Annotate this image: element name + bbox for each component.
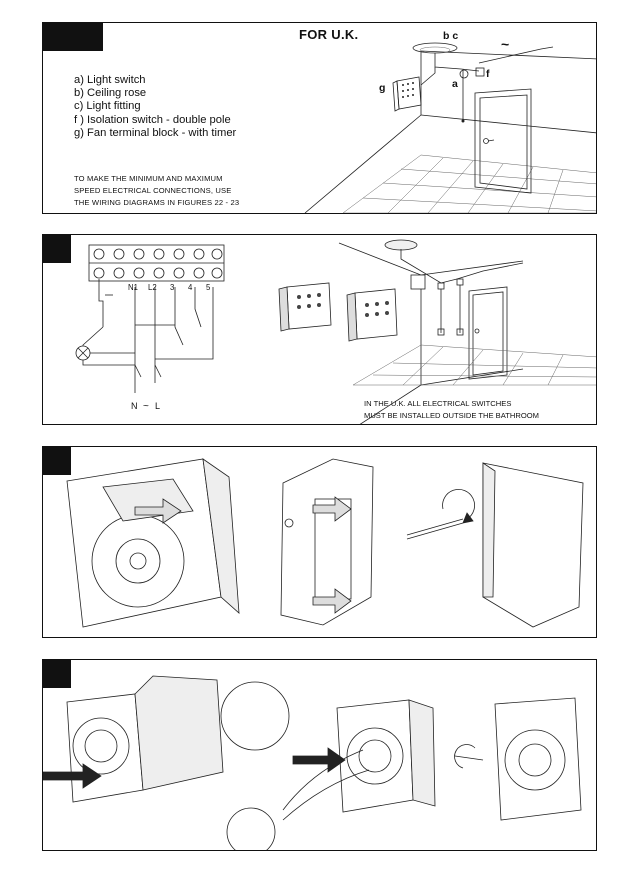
panel-wiring-diagram: N1 L2 3 4 5 N ~ L IN THE U.K. ALL ELECTR… xyxy=(42,234,597,425)
label-a: a xyxy=(452,78,458,90)
legend-list: a) Light switch b) Ceiling rose c) Light… xyxy=(74,74,236,140)
panel-fan-mounting xyxy=(42,659,597,851)
figure-number-tab xyxy=(43,23,103,51)
legend-item: b) Ceiling rose xyxy=(74,87,147,100)
wiring-note: TO MAKE THE MINIMUM AND MAXIMUM SPEED EL… xyxy=(74,174,240,208)
supply-ac-symbol: ~ xyxy=(143,401,149,412)
panel-title: FOR U.K. xyxy=(299,27,359,42)
wiring-schematic xyxy=(75,239,596,424)
panel-fan-disassembly xyxy=(42,446,597,638)
uk-switch-note: IN THE U.K. ALL ELECTRICAL SWITCHES MUST… xyxy=(364,399,539,420)
figure-number-tab xyxy=(43,447,71,475)
legend-item: a) Light switch xyxy=(74,74,146,86)
terminal-label: 4 xyxy=(188,283,193,292)
legend-item: f ) Isolation switch - double pole xyxy=(74,113,231,126)
terminal-label: N1 xyxy=(128,283,138,292)
terminal-label: L2 xyxy=(148,283,157,292)
fan-disassembly-illustration xyxy=(66,458,584,628)
figure-number-tab xyxy=(43,660,71,688)
legend-item: c) Light fitting xyxy=(74,100,141,113)
label-bc: b c xyxy=(443,30,459,42)
ac-symbol: ~ xyxy=(501,36,510,52)
label-f: f xyxy=(486,68,490,80)
legend-item: g) Fan terminal block - with timer xyxy=(74,126,237,139)
terminal-label: 3 xyxy=(170,283,175,292)
panel-uk-installation: FOR U.K. a) Light switch b) Ceiling rose… xyxy=(42,22,597,214)
room-illustration xyxy=(304,42,596,213)
fan-mounting-illustration xyxy=(43,675,582,850)
figure-number-tab xyxy=(43,235,71,263)
supply-live-label: L xyxy=(155,401,161,411)
label-g: g xyxy=(379,82,386,94)
supply-neutral-label: N xyxy=(131,401,138,411)
terminal-label: 5 xyxy=(206,283,211,292)
